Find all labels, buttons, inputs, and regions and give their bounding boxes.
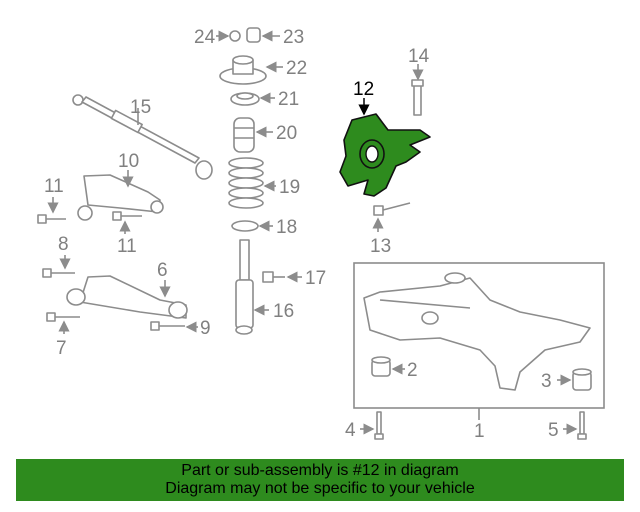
banner-line-1: Part or sub-assembly is #12 in diagram <box>181 462 459 479</box>
part-16-shock-absorber[interactable] <box>235 239 254 335</box>
part-2-bushing[interactable] <box>371 356 391 377</box>
part-5-bolt[interactable] <box>577 411 587 440</box>
callout-23: 23 <box>283 27 304 48</box>
part-13-bolt[interactable] <box>373 202 411 216</box>
callout-20: 20 <box>276 123 297 144</box>
part-22-upper-mount[interactable] <box>219 55 267 85</box>
part-10-upper-arm[interactable] <box>77 174 164 221</box>
callout-22: 22 <box>286 58 307 79</box>
callout-1: 1 <box>474 421 485 442</box>
callout-3: 3 <box>541 371 552 392</box>
info-banner: Part or sub-assembly is #12 in diagram D… <box>16 459 624 501</box>
callout-11-right: 11 <box>117 236 137 257</box>
parts-diagram: 24 23 22 21 20 19 18 <box>37 27 605 442</box>
part-1-crossmember[interactable] <box>363 272 591 391</box>
part-7-bolt[interactable] <box>46 312 80 322</box>
callout-24: 24 <box>194 27 216 48</box>
part-6-lower-arm[interactable] <box>66 275 188 319</box>
part-9-bolt[interactable] <box>150 321 185 331</box>
part-20-bump-stop[interactable] <box>233 117 255 153</box>
callout-14: 14 <box>408 46 430 67</box>
callout-15: 15 <box>130 97 151 118</box>
part-11-bolt-left[interactable] <box>37 214 66 224</box>
part-14-bolt[interactable] <box>411 79 424 116</box>
callout-12: 12 <box>353 79 374 100</box>
part-18-insulator[interactable] <box>231 220 259 232</box>
part-12-knuckle[interactable] <box>339 113 431 197</box>
callout-9: 9 <box>200 318 211 339</box>
part-8-bolt[interactable] <box>42 268 75 278</box>
callout-6: 6 <box>157 260 168 281</box>
part-23-nut[interactable] <box>246 27 261 43</box>
callout-16: 16 <box>273 301 294 322</box>
callout-21: 21 <box>278 89 299 110</box>
callout-13: 13 <box>370 236 391 257</box>
part-19-coil-spring[interactable] <box>228 157 264 209</box>
callout-18: 18 <box>276 217 297 238</box>
callout-7: 7 <box>56 338 67 359</box>
part-3-bushing[interactable] <box>572 368 592 391</box>
part-15-link[interactable] <box>72 94 213 180</box>
part-24-cap[interactable] <box>229 30 241 42</box>
banner-line-2: Diagram may not be specific to your vehi… <box>165 480 475 497</box>
part-17-bolt[interactable] <box>262 271 285 283</box>
callout-8: 8 <box>58 234 69 255</box>
part-4-bolt[interactable] <box>374 411 384 440</box>
callout-2: 2 <box>407 360 418 381</box>
part-11-bolt-right[interactable] <box>112 211 142 221</box>
callout-11-left: 11 <box>44 176 64 197</box>
callout-5: 5 <box>548 420 559 441</box>
callout-19: 19 <box>279 177 300 198</box>
callout-10: 10 <box>118 151 139 172</box>
callout-17: 17 <box>305 268 326 289</box>
part-21-spring-seat[interactable] <box>230 92 260 106</box>
callout-4: 4 <box>345 420 356 441</box>
